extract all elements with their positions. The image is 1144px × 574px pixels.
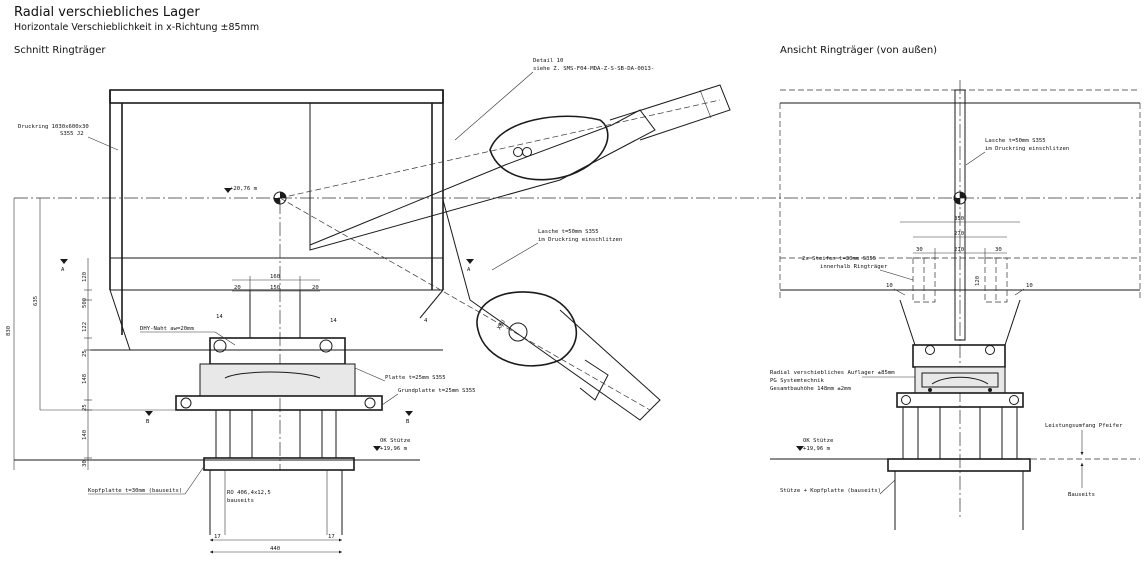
druckring-top-flange <box>109 89 444 104</box>
dim-210: 210 <box>954 247 964 253</box>
lasche-label-2: im Druckring einschlitzen <box>538 237 622 243</box>
upper-eye-plate <box>489 115 609 181</box>
dhy-naht-label: DHY-Naht aw=20mm <box>140 326 195 332</box>
ok-stuetze-right-2: +19,96 m <box>803 446 831 452</box>
dim-150: 150 <box>270 285 280 291</box>
dim-350: 350 <box>954 216 964 222</box>
lager-label-2: PG Systemtechnik <box>770 378 825 384</box>
lager-label-3: Gesamtbauhöhe 148mm ±2mm <box>770 386 851 392</box>
druckring-label-2: S355 J2 <box>60 131 84 137</box>
dim-500: 500 <box>82 298 88 308</box>
elevation-top: +20,76 m <box>230 186 258 192</box>
weld-10b: 10 <box>1026 283 1033 289</box>
dim-148: 148 <box>82 373 88 384</box>
ok-stuetze-right-1: OK Stütze <box>803 438 834 444</box>
bauseits-label: Bauseits <box>1068 492 1095 498</box>
weld-4: 4 <box>424 318 428 324</box>
kopfplatte-label: Kopfplatte t=30mm (bauseits) <box>88 488 182 494</box>
left-view-heading: Schnitt Ringträger <box>14 45 106 56</box>
dim-120-right: 120 <box>975 276 981 286</box>
weld-region <box>249 289 301 339</box>
section-b-left: B <box>146 419 150 425</box>
leistung-label: Leistungsumfang Pfeifer <box>1045 423 1123 429</box>
steifen-label-1: 2x Steifen t=30mm S355 <box>802 256 876 262</box>
stuetze-kopf-label: Stütze + Kopfplatte (bauseits) <box>780 488 881 494</box>
steifen-label-2: innerhalb Ringträger <box>820 264 888 270</box>
dim-160: 160 <box>270 274 280 280</box>
dim-30a: 30 <box>916 247 923 253</box>
grundplatte-label: Grundplatte t=25mm S355 <box>398 388 475 394</box>
dim-25b: 25 <box>82 404 88 411</box>
lasche-right-label-1: Lasche t=50mm S355 <box>985 138 1046 144</box>
detail-label-2: siehe Z. SMS-F04-MDA-Z-S-SB-DA-0013- <box>533 66 654 72</box>
dim-25a: 25 <box>82 350 88 357</box>
dim-20a: 20 <box>234 285 241 291</box>
bearing-body <box>199 363 356 397</box>
dim-270: 270 <box>954 231 964 237</box>
drawing-title: Radial verschiebliches Lager <box>14 5 200 20</box>
dim-30: 30 <box>82 460 88 467</box>
lager-label-1: Radial verschiebliches Auflager ±85mm <box>770 370 895 376</box>
dim-30b: 30 <box>995 247 1002 253</box>
dim-122: 122 <box>82 322 88 332</box>
dim-17a: 17 <box>214 534 221 540</box>
column-top <box>215 409 337 459</box>
lasche-label-1: Lasche t=50mm S355 <box>538 229 599 235</box>
drawing-subtitle: Horizontale Verschieblichkeit in x-Richt… <box>14 22 259 33</box>
section-a-right: A <box>467 267 471 273</box>
weld-10a: 10 <box>886 283 893 289</box>
dim-440: 440 <box>270 546 280 552</box>
weld-14a: 14 <box>216 314 223 320</box>
section-a-left: A <box>61 267 65 273</box>
right-kopfplatte <box>887 458 1031 472</box>
platte-label: Platte t=25mm S355 <box>385 375 446 381</box>
dim-17b: 17 <box>328 534 335 540</box>
weld-14b: 14 <box>330 318 337 324</box>
right-view-heading: Ansicht Ringträger (von außen) <box>780 45 937 56</box>
right-upper-plate <box>912 344 1006 368</box>
upper-rod <box>609 84 731 141</box>
lasche-lower-arm <box>442 199 661 421</box>
kopfplatte <box>203 457 355 471</box>
lasche-right-label-2: im Druckring einschlitzen <box>985 146 1069 152</box>
right-elevation-view: 350 270 30 210 30 120 Lasche t=50mm S355… <box>770 80 1141 530</box>
dim-20b: 20 <box>312 285 319 291</box>
ok-stuetze-label-2: +19,96 m <box>380 446 408 452</box>
dim-635: 635 <box>33 296 39 306</box>
ro-label-2: bauseits <box>227 498 254 504</box>
left-section-view: XMU <box>6 58 731 554</box>
ok-stuetze-label-1: OK Stütze <box>380 438 411 444</box>
detail-label-1: Detail 10 <box>533 58 563 64</box>
lasche-upper-arm <box>309 109 656 251</box>
lower-eye-plate <box>476 291 578 367</box>
grundplatte <box>175 395 383 411</box>
druckring-label-1: Druckring 1030x600x30 <box>18 124 89 130</box>
ro-label-1: RO 406,4x12,5 <box>227 490 271 496</box>
dim-140: 140 <box>82 430 88 440</box>
dim-830: 830 <box>6 326 12 336</box>
section-b-right: B <box>406 419 410 425</box>
xmu-label: XMU <box>497 319 507 331</box>
dim-120: 120 <box>82 272 88 282</box>
